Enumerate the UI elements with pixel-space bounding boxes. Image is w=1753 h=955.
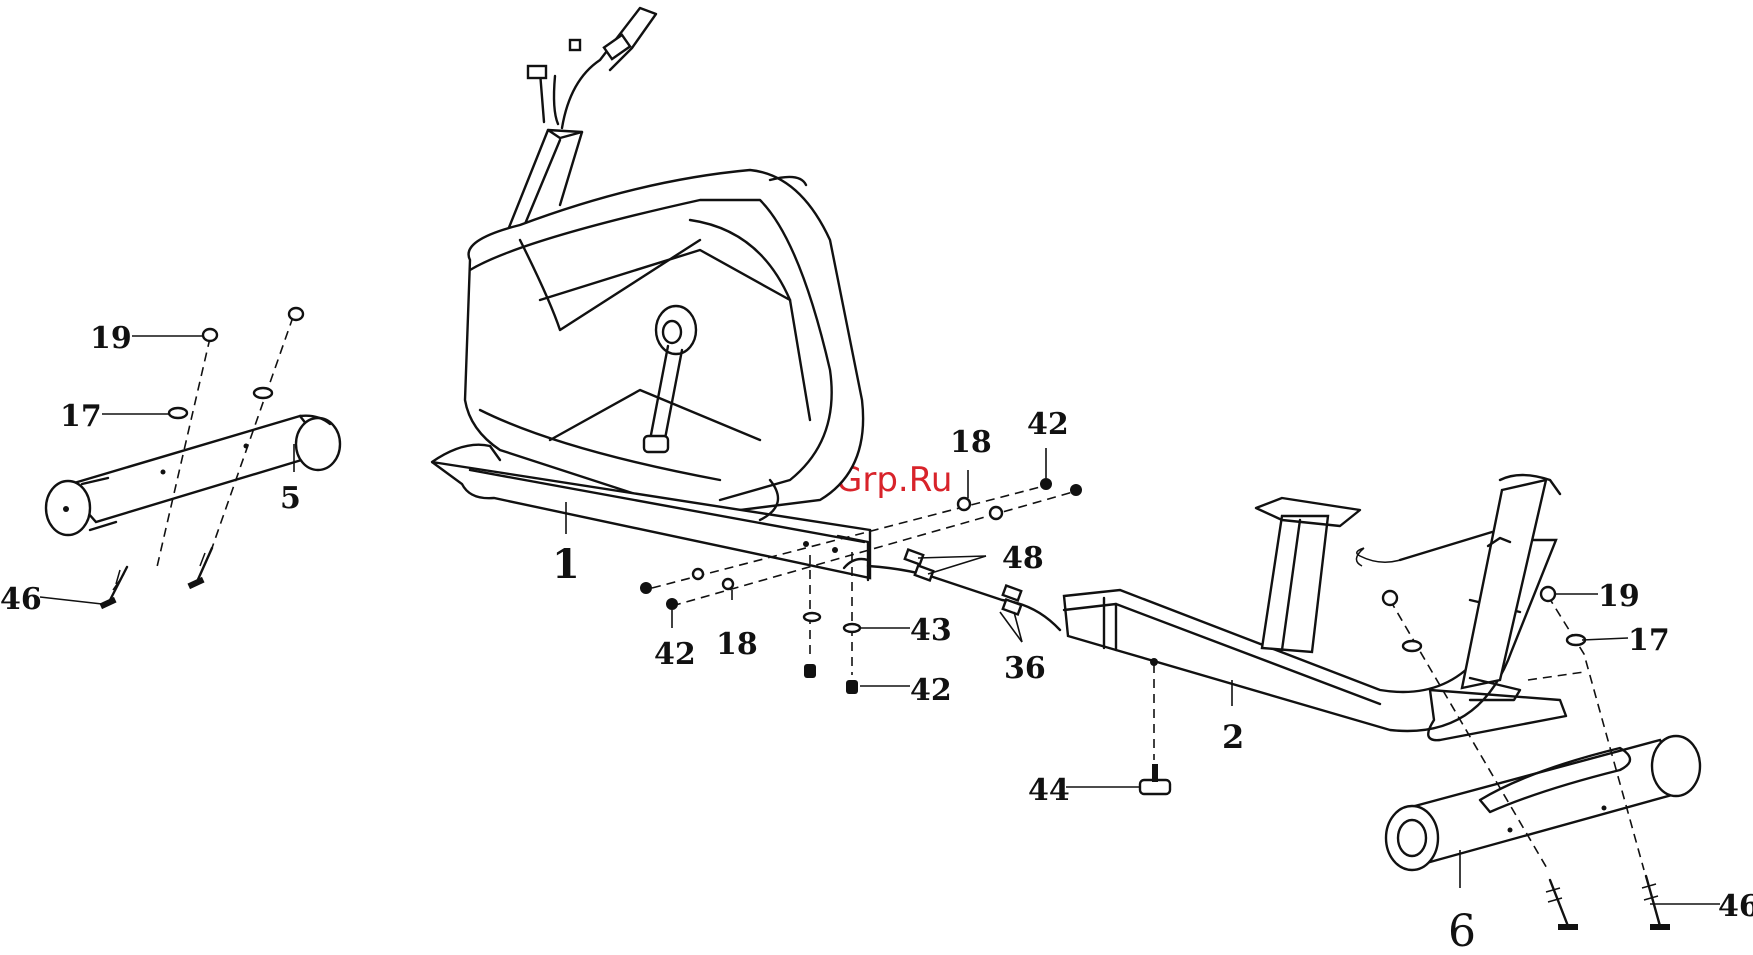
label-46-left: 46 xyxy=(0,582,42,617)
label-42-bot: 42 xyxy=(910,673,952,708)
label-48: 48 xyxy=(1002,541,1044,576)
label-18-mid: 18 xyxy=(716,627,758,662)
rear-stabilizer-part-6 xyxy=(1386,736,1700,870)
label-5: 5 xyxy=(280,481,301,516)
label-17-left: 17 xyxy=(60,399,102,434)
label-6: 6 xyxy=(1448,906,1476,955)
label-43: 43 xyxy=(910,613,952,648)
label-42-top: 42 xyxy=(1027,407,1069,442)
label-36: 36 xyxy=(1004,651,1046,686)
label-42-mid: 42 xyxy=(654,637,696,672)
label-2: 2 xyxy=(1222,718,1244,756)
main-frame-part-1 xyxy=(432,8,870,580)
label-46-right: 46 xyxy=(1718,889,1753,924)
rear-frame-part-2 xyxy=(1064,475,1566,794)
label-19-right: 19 xyxy=(1598,579,1640,614)
label-44: 44 xyxy=(1028,773,1070,808)
label-18-top: 18 xyxy=(950,425,992,460)
label-1: 1 xyxy=(552,541,580,588)
label-17-right: 17 xyxy=(1628,623,1670,658)
label-19-left: 19 xyxy=(90,321,132,356)
